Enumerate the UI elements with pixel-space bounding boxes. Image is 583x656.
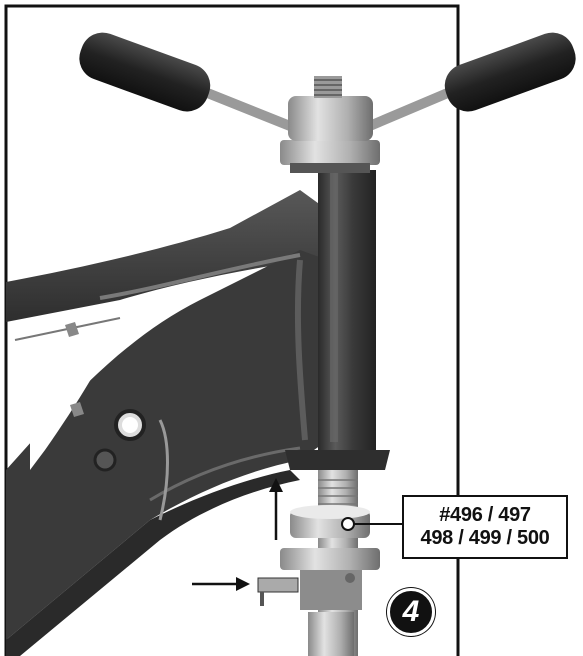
callout-line-2: 498 / 499 / 500 bbox=[420, 527, 550, 549]
arrow-up bbox=[269, 478, 283, 540]
head-tube bbox=[318, 170, 376, 450]
grip-right bbox=[444, 32, 576, 112]
press-knob bbox=[288, 96, 373, 141]
lower-press-cup bbox=[280, 548, 380, 570]
grip-left bbox=[79, 32, 211, 112]
set-screw bbox=[257, 577, 299, 593]
frame-cutout bbox=[30, 320, 120, 470]
part-number-callout: #496 / 497 498 / 499 / 500 bbox=[402, 495, 568, 559]
frame-bolt bbox=[93, 448, 117, 472]
step-number-badge: 4 bbox=[387, 588, 435, 636]
press-handle-right bbox=[360, 87, 455, 133]
upper-cup bbox=[280, 140, 380, 165]
photo-border bbox=[4, 4, 460, 656]
arrow-right bbox=[192, 577, 250, 591]
step-number: 4 bbox=[402, 595, 420, 628]
press-handle-left bbox=[200, 87, 300, 133]
top-tube bbox=[6, 190, 322, 322]
callout-line-1: #496 / 497 bbox=[439, 504, 531, 526]
